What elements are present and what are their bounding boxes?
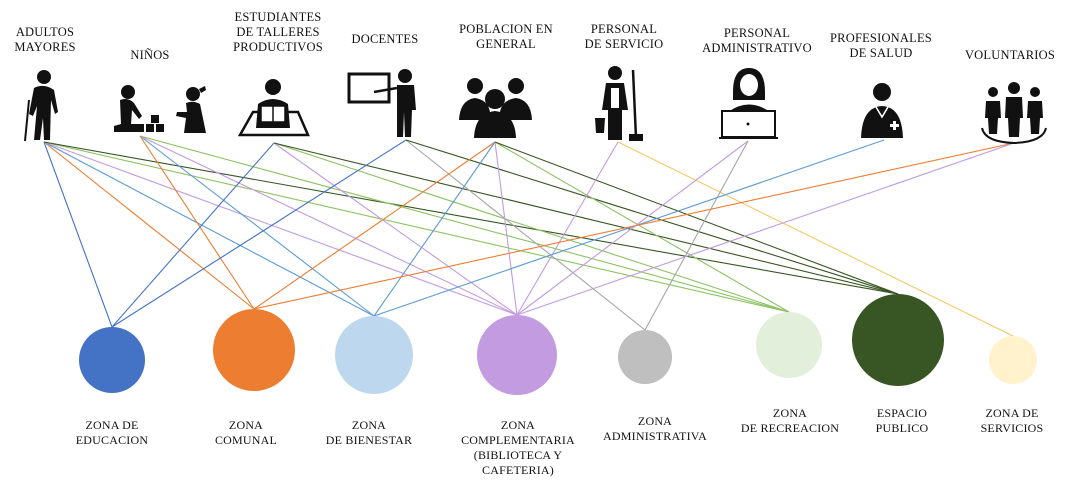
connection-poblacion-comunal — [253, 141, 496, 310]
connection-poblacion-publico — [494, 141, 899, 295]
user-label-servicio: PERSONAL DE SERVICIO — [584, 22, 664, 51]
children-playing-icon — [114, 85, 206, 133]
zone-circles — [79, 294, 1037, 395]
connection-adultos-complementaria — [43, 141, 518, 316]
user-label-estudiantes: ESTUDIANTES DE TALLERES PRODUCTIVOS — [233, 10, 323, 54]
zone-label-publico: ESPACIO PUBLICO — [875, 406, 929, 435]
connection-ninos-comunal — [139, 135, 255, 310]
zone-circle-administrativa — [618, 330, 672, 384]
user-label-administrativo: PERSONAL ADMINISTRATIVO — [702, 26, 812, 55]
user-label-docentes: DOCENTES — [351, 32, 419, 46]
connection-adultos-comunal — [43, 141, 255, 310]
zone-label-bienestar: ZONA DE BIENESTAR — [325, 418, 413, 447]
connection-ninos-complementaria — [139, 135, 518, 316]
connection-docentes-publico — [405, 139, 899, 295]
connection-voluntarios-comunal — [253, 142, 1015, 310]
office-worker-laptop-icon — [719, 68, 778, 139]
connection-adultos-bienestar — [43, 141, 375, 317]
connection-docentes-educacion — [111, 139, 407, 328]
connection-servicio-complementaria — [516, 141, 619, 316]
connection-estudiantes-publico — [273, 142, 899, 295]
connection-estudiantes-complementaria — [273, 142, 518, 316]
connection-salud-bienestar — [373, 139, 885, 317]
zone-label-complementaria: ZONA COMPLEMENTARIA (BIBLIOTECA Y CAFETE… — [461, 418, 575, 477]
zone-circle-educacion — [79, 327, 145, 393]
zone-label-administrativa: ZONA ADMINISTRATIVA — [603, 414, 707, 443]
zone-circle-servicios — [989, 336, 1037, 384]
connection-docentes-administrativa — [405, 139, 646, 331]
zone-circle-comunal — [213, 309, 295, 391]
zone-circle-recreacion — [756, 312, 822, 378]
volunteers-group-icon — [981, 82, 1047, 145]
connection-adultos-recreacion — [43, 141, 790, 313]
zone-circle-bienestar — [335, 316, 413, 394]
cleaning-staff-icon — [595, 66, 643, 141]
connection-ninos-bienestar — [139, 135, 375, 317]
doctor-icon — [861, 83, 903, 138]
user-label-salud: PROFESIONALES DE SALUD — [830, 31, 932, 60]
zone-label-recreacion: ZONA DE RECREACION — [740, 406, 840, 435]
zone-circle-complementaria — [477, 315, 557, 395]
student-reading-icon — [237, 79, 310, 137]
zone-label-educacion: ZONA DE EDUCACION — [75, 418, 149, 447]
connection-adultos-publico — [43, 141, 899, 295]
elderly-person-icon — [24, 70, 58, 141]
zone-label-servicios: ZONA DE SERVICIOS — [980, 406, 1044, 435]
zone-label-comunal: ZONA COMUNAL — [214, 418, 278, 447]
user-label-ninos: NIÑOS — [130, 48, 170, 62]
user-label-voluntarios: VOLUNTARIOS — [964, 48, 1056, 62]
teacher-board-icon — [347, 69, 416, 137]
connection-estudiantes-recreacion — [273, 142, 790, 313]
connection-ninos-recreacion — [139, 135, 790, 313]
connection-administrativo-administrativa — [644, 140, 749, 331]
connection-estudiantes-educacion — [111, 142, 275, 328]
connection-voluntarios-complementaria — [516, 142, 1015, 316]
zone-circle-publico — [852, 294, 944, 386]
connection-servicio-servicios — [617, 141, 1014, 337]
connection-adultos-educacion — [43, 141, 113, 328]
connection-administrativo-complementaria — [516, 140, 749, 316]
connection-lines — [43, 135, 1015, 337]
people-group-icon — [459, 78, 532, 138]
connection-poblacion-bienestar — [373, 141, 496, 317]
user-label-adultos: ADULTOS MAYORES — [14, 25, 76, 54]
user-label-poblacion: POBLACION EN GENERAL — [459, 22, 553, 51]
connection-poblacion-recreacion — [494, 141, 790, 313]
connection-poblacion-complementaria — [494, 141, 518, 316]
